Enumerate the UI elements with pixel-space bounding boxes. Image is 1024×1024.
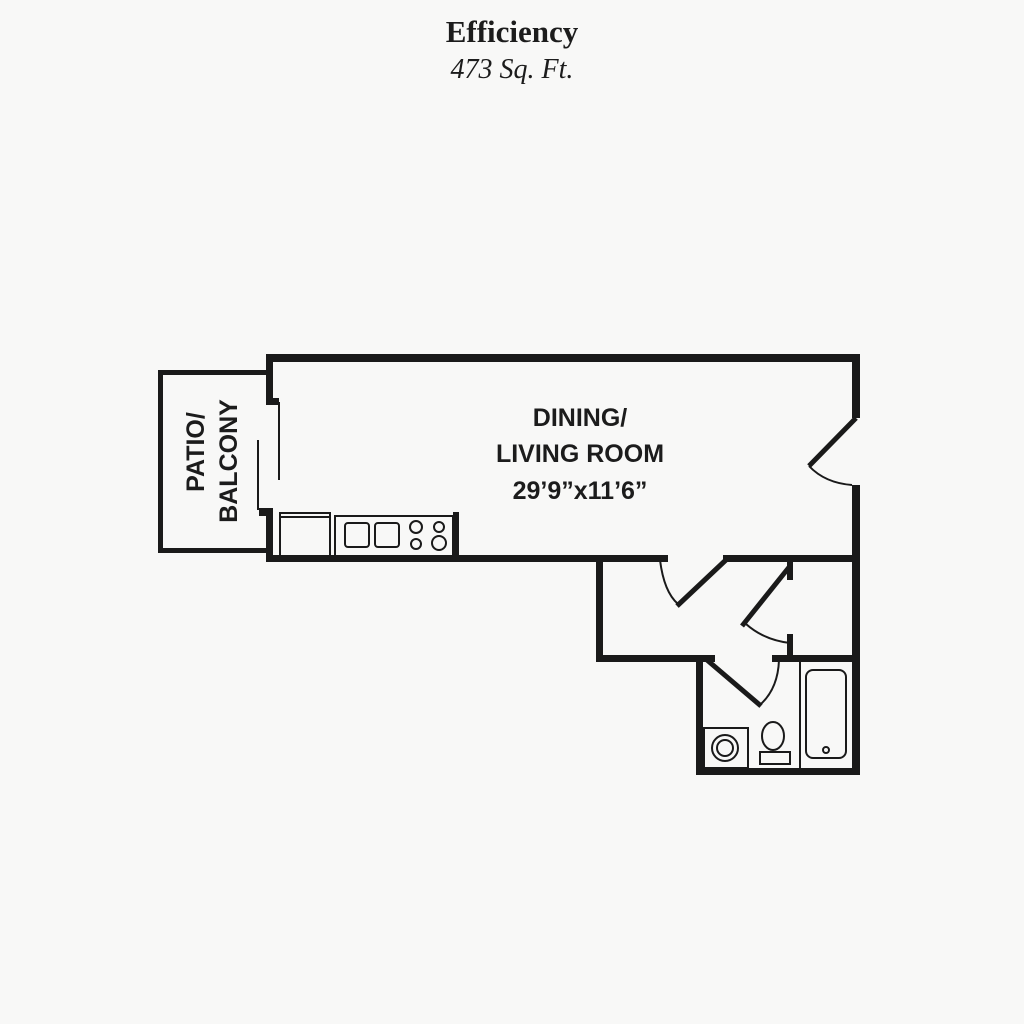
plan-title: Efficiency xyxy=(445,14,579,49)
drain-icon xyxy=(822,746,830,754)
toilet-icon xyxy=(761,721,785,751)
burner-icon xyxy=(433,521,445,533)
living-label-2: LIVING ROOM xyxy=(496,440,664,468)
walls xyxy=(158,354,860,775)
patio-label-1: PATIO/ xyxy=(182,412,210,492)
kitchen xyxy=(279,512,454,557)
linen-door xyxy=(740,564,792,644)
sink-icon xyxy=(374,522,400,548)
plan-area: 473 Sq. Ft. xyxy=(450,54,574,85)
closet-door xyxy=(659,556,730,608)
living-label-1: DINING/ xyxy=(533,404,628,432)
sink-icon xyxy=(344,522,370,548)
entry-door xyxy=(807,416,858,486)
burner-icon xyxy=(410,538,422,550)
sliding-door xyxy=(257,402,280,510)
sink-icon xyxy=(711,734,739,762)
living-dimensions: 29’9”x11’6” xyxy=(513,477,648,505)
patio-label-2: BALCONY xyxy=(215,399,243,523)
bathroom-fixtures xyxy=(703,661,847,769)
counter xyxy=(334,515,454,557)
burner-icon xyxy=(409,520,423,534)
sink-cabinet xyxy=(703,727,749,769)
bath-door xyxy=(705,658,780,708)
refrigerator-icon xyxy=(279,512,331,557)
bathtub-icon xyxy=(805,669,847,759)
burner-icon xyxy=(431,535,447,551)
